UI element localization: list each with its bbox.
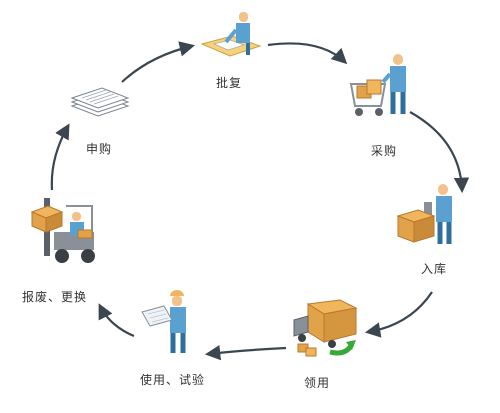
delivery-truck-icon bbox=[293, 299, 358, 357]
step-collect bbox=[290, 298, 360, 360]
step-storage-label: 入库 bbox=[421, 262, 448, 276]
arrow-request-to-approve bbox=[121, 41, 195, 83]
person-at-desk-icon bbox=[200, 12, 262, 57]
step-collect-label: 领用 bbox=[304, 376, 331, 390]
document-stack-icon bbox=[70, 87, 130, 117]
arrow-approve-to-purchase bbox=[267, 42, 348, 65]
step-purchase bbox=[345, 50, 415, 130]
arrow-collect-to-use bbox=[204, 345, 287, 361]
shopping-cart-icon bbox=[349, 54, 406, 116]
step-storage bbox=[394, 180, 462, 250]
arrow-use-to-scrap bbox=[98, 303, 135, 338]
arrow-scrap-to-request bbox=[50, 123, 70, 191]
step-purchase-label: 采购 bbox=[371, 144, 398, 158]
step-approve bbox=[196, 8, 266, 66]
arrow-storage-to-collect bbox=[364, 291, 433, 338]
warehouse-clerk-icon bbox=[396, 184, 452, 244]
step-request-label: 申购 bbox=[86, 142, 113, 156]
step-scrap-replace bbox=[26, 192, 108, 272]
step-request bbox=[68, 84, 132, 128]
step-use-test-label: 使用、试验 bbox=[140, 373, 206, 387]
step-use-test bbox=[138, 290, 198, 356]
forklift-icon bbox=[30, 198, 95, 263]
step-approve-label: 批复 bbox=[216, 76, 243, 90]
arrow-purchase-to-storage bbox=[409, 111, 470, 194]
engineer-with-blueprint-icon bbox=[141, 290, 186, 353]
step-scrap-replace-label: 报废、更换 bbox=[22, 290, 88, 304]
